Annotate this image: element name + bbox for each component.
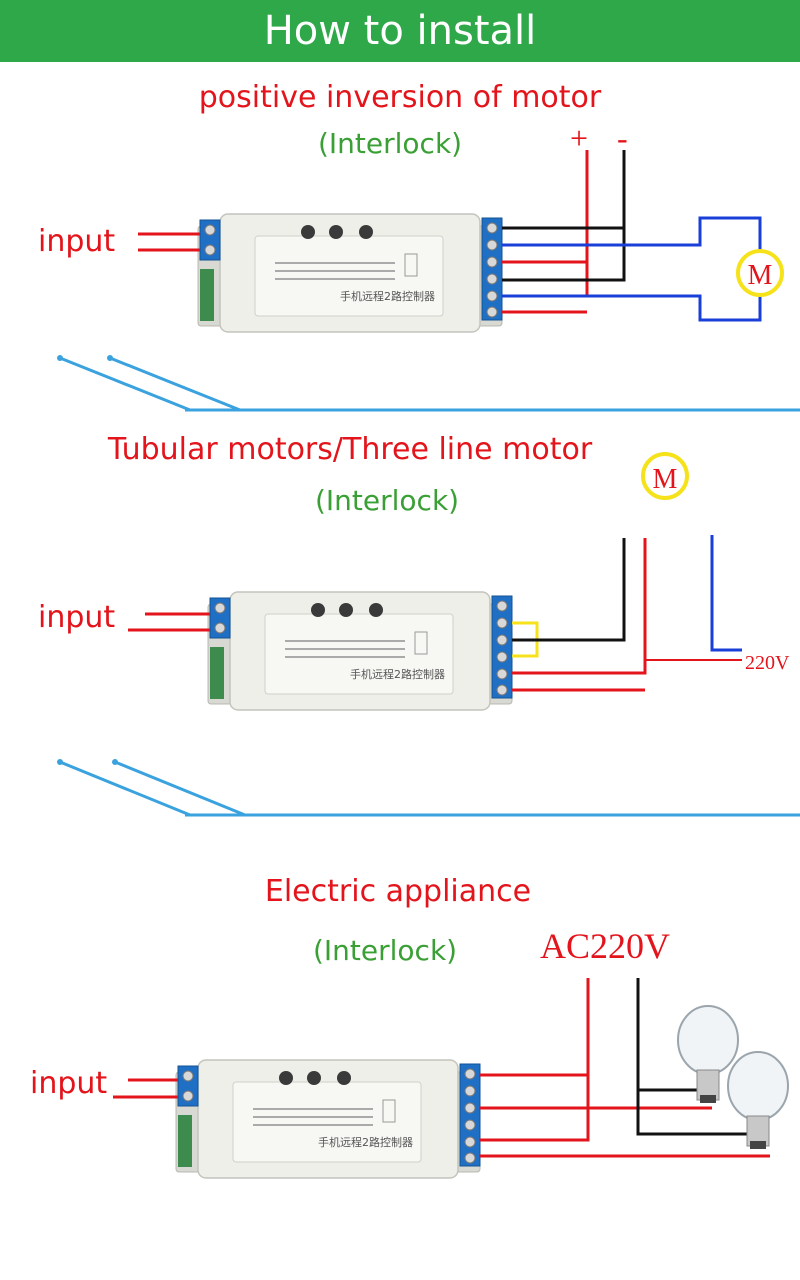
section1-title: positive inversion of motor (198, 80, 602, 115)
section1-input-label: input (38, 224, 116, 259)
voltage-220v-label: 220V (745, 652, 790, 674)
section3-title: Electric appliance (264, 874, 532, 909)
motor-label-1: M (748, 260, 773, 291)
section2-title: Tubular motors/Three line motor (107, 432, 593, 467)
section1-note: (Interlock) (318, 127, 463, 160)
device-label-3: 手机远程2路控制器 (318, 1135, 413, 1149)
plus-label: + (570, 120, 589, 156)
motor-icon-1 (736, 249, 784, 297)
section3-note: (Interlock) (313, 934, 458, 967)
relay-device-3 (175, 1059, 481, 1179)
ac220v-label: AC220V (540, 926, 671, 966)
device-label-1: 手机远程2路控制器 (340, 289, 435, 303)
banner-title: How to install (0, 0, 800, 62)
section2-note: (Interlock) (315, 484, 460, 517)
light-bulb-icon-1 (677, 1005, 739, 1103)
motor-icon-2 (641, 452, 689, 500)
relay-device-1 (197, 213, 503, 333)
device-label-2: 手机远程2路控制器 (350, 667, 445, 681)
section2-input-label: input (38, 600, 116, 635)
light-bulb-icon-2 (727, 1051, 789, 1149)
relay-device-2 (207, 591, 513, 711)
motor-label-2: M (653, 464, 678, 495)
section3-input-label: input (30, 1066, 108, 1101)
minus-label: - (617, 120, 628, 156)
